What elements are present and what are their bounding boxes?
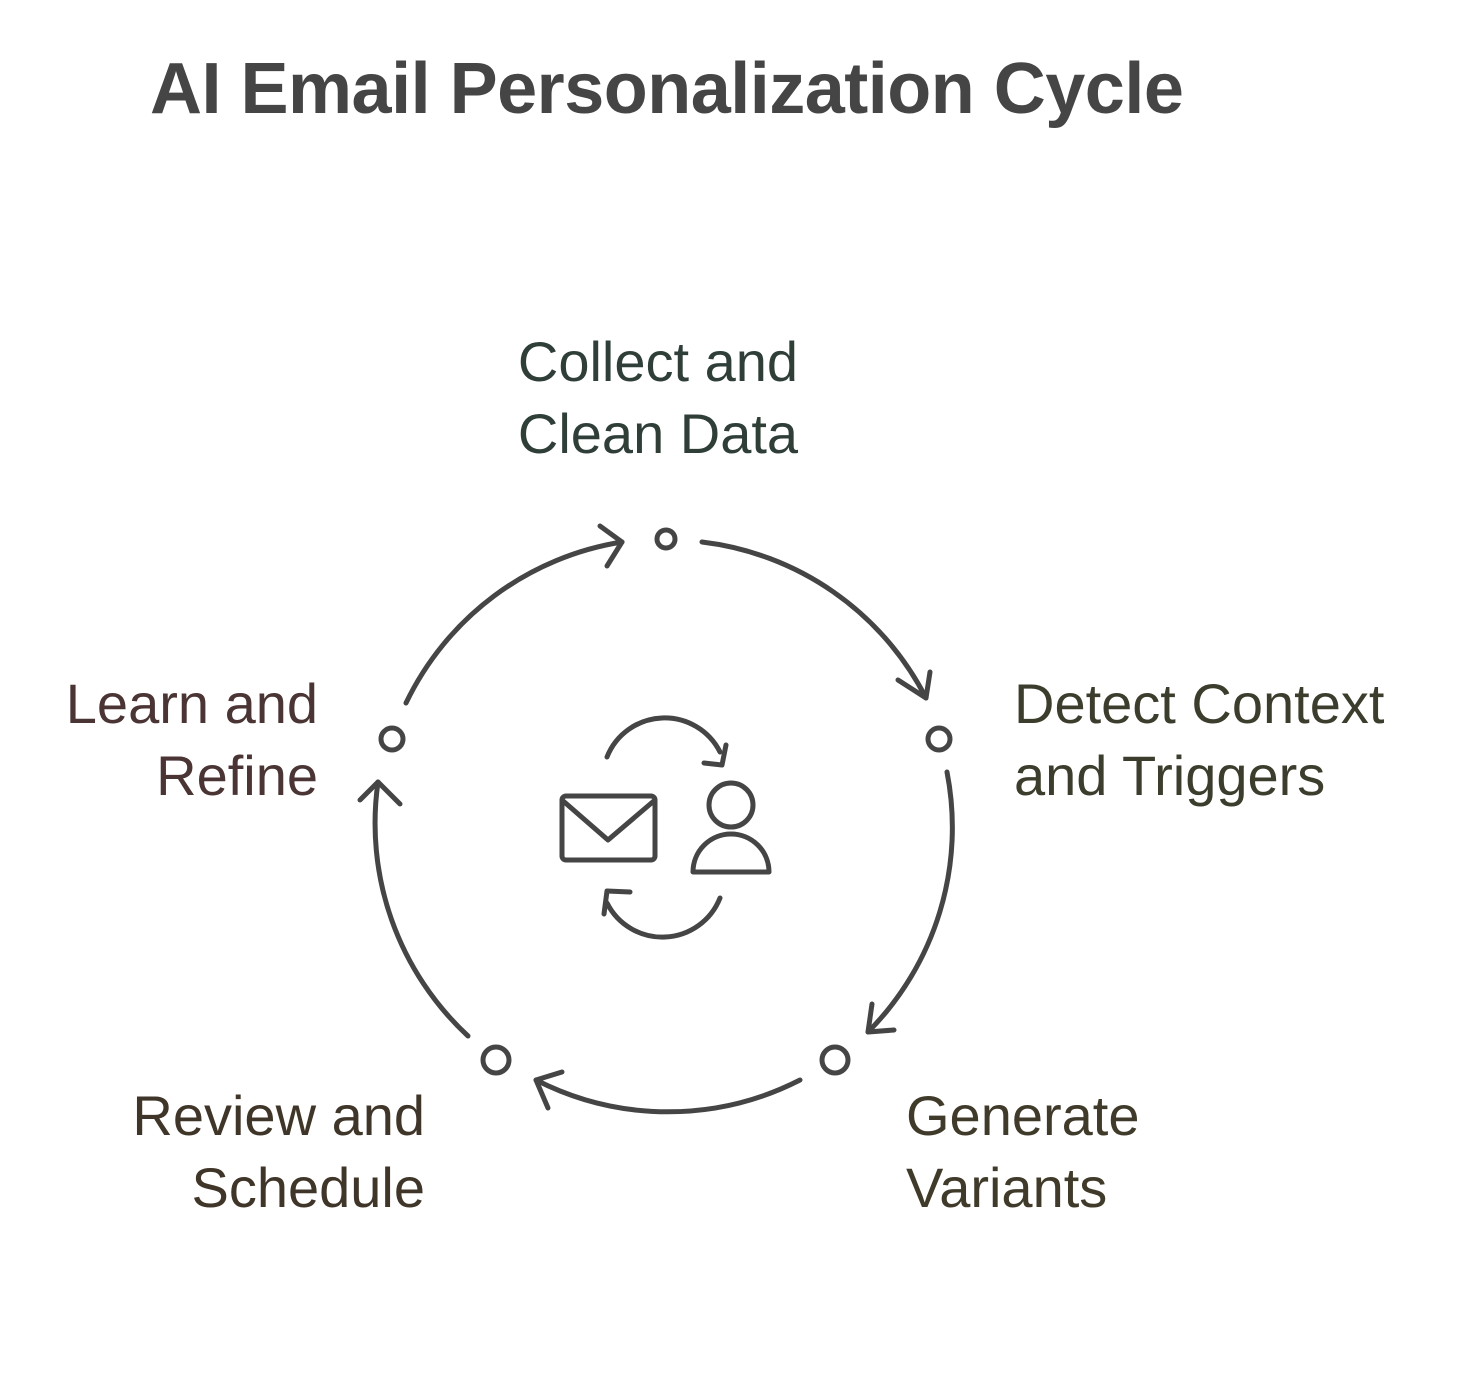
arc-detect-to-generate: [865, 769, 955, 1035]
step-collect-label: Collect and Clean Data: [508, 326, 808, 470]
step-detect-line1: Detect Context: [1014, 672, 1385, 735]
node-review: [480, 1044, 512, 1076]
node-generate: [819, 1044, 851, 1076]
arc-collect-to-detect: [699, 539, 929, 701]
step-detect-label: Detect Context and Triggers: [1014, 668, 1384, 812]
step-detect-line2: and Triggers: [1014, 744, 1326, 807]
step-review-label: Review and Schedule: [120, 1080, 425, 1224]
step-review-line1: Review and: [132, 1084, 425, 1147]
node-collect: [654, 527, 678, 551]
arc-generate-to-review: [533, 1077, 803, 1115]
step-review-line2: Schedule: [191, 1156, 425, 1219]
step-generate-label: Generate Variants: [906, 1080, 1140, 1224]
arc-learn-to-collect: [403, 539, 625, 706]
step-learn-label: Learn and Refine: [50, 668, 318, 812]
step-learn-line2: Refine: [156, 744, 318, 807]
step-generate-line2: Variants: [906, 1156, 1108, 1219]
arc-review-to-learn: [372, 779, 471, 1039]
step-collect-line2: Clean Data: [517, 402, 799, 465]
arrowhead-collect: [597, 523, 625, 569]
step-learn-line1: Learn and: [65, 672, 318, 735]
envelope-icon: [559, 793, 658, 863]
arrowhead-generate: [865, 1001, 897, 1035]
arrowhead-detect: [895, 669, 933, 701]
node-detect: [925, 725, 953, 753]
refresh-arrows-icon: [601, 715, 729, 940]
arrowhead-review: [533, 1069, 565, 1111]
step-collect-line1: Collect and: [517, 330, 799, 393]
arrowhead-learn: [357, 779, 403, 807]
diagram-title: AI Email Personalization Cycle: [150, 49, 1184, 129]
step-generate-line1: Generate: [906, 1084, 1140, 1147]
node-learn: [378, 725, 406, 753]
person-icon: [690, 780, 772, 875]
